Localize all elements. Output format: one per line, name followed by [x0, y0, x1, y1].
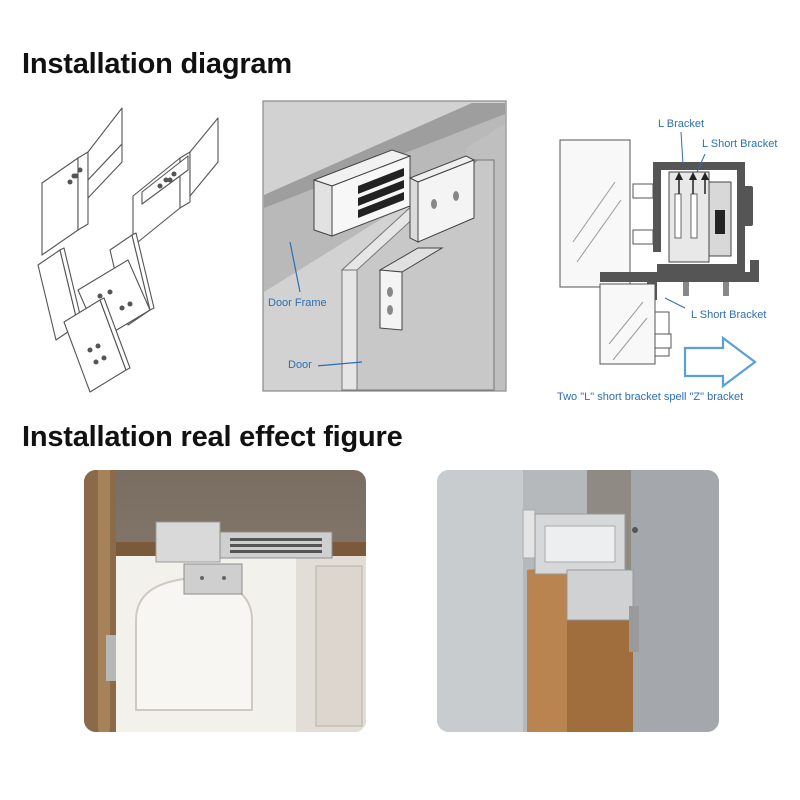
l-short-bracket-lower [600, 260, 759, 300]
z-bracket-caption: Two "L" short bracket spell "Z" bracket [557, 391, 744, 403]
door-frame-diagram [262, 100, 507, 392]
real-effect-heading: Installation real effect figure [22, 421, 403, 453]
l-bracket-sketch-1 [41, 107, 123, 256]
bracket-sketches-panel [30, 100, 230, 400]
door-label: Door [288, 359, 312, 371]
installation-diagram-heading: Installation diagram [22, 48, 292, 80]
cross-section-diagram-panel: L Bracket L Short Bracket L Short Bracke… [545, 112, 790, 412]
installed-lock-photo-wood-door [437, 470, 719, 732]
l-short-bracket-bottom-label: L Short Bracket [691, 309, 767, 321]
armature-plate-bracket [378, 155, 476, 331]
photo-magnet-bracket [155, 521, 221, 563]
cross-section-diagram [559, 131, 759, 389]
photo-armature-plate [566, 569, 634, 621]
bracket-sketches [37, 107, 219, 393]
l-bracket-label: L Bracket [658, 118, 705, 130]
door-frame-label: Door Frame [268, 297, 327, 309]
z-bracket-sketch [37, 232, 155, 393]
installed-lock-photo-white-door [84, 470, 366, 732]
l-short-bracket-top-label: L Short Bracket [702, 138, 778, 150]
door-frame-diagram-panel: Door Frame Door [262, 100, 507, 392]
l-bracket-sketch-2 [132, 117, 219, 247]
wood-door-edge [527, 566, 567, 732]
direction-arrow [683, 335, 757, 389]
